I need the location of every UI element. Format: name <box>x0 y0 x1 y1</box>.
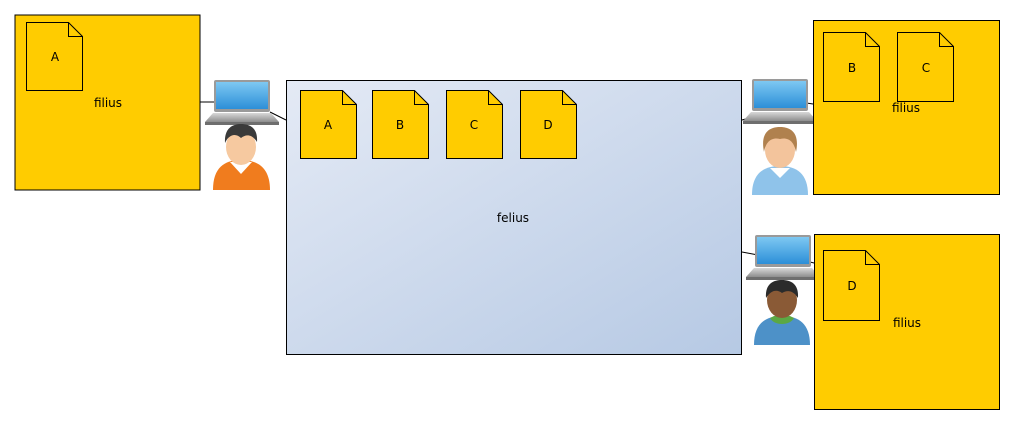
laptop-icon <box>743 79 817 124</box>
document-icon: A <box>26 22 83 91</box>
user-blue-icon <box>752 127 808 195</box>
center-label: felius <box>497 211 529 225</box>
document-icon: C <box>897 32 954 102</box>
folder-left: A filius <box>14 14 201 191</box>
user-orange-icon <box>213 124 270 190</box>
document-icon: D <box>823 250 880 321</box>
document-label: B <box>848 61 856 75</box>
folder-right-bottom: D filius <box>814 234 1000 410</box>
laptop-icon <box>205 80 279 125</box>
document-label: D <box>847 279 856 293</box>
document-label: C <box>922 61 930 75</box>
folder-right-top: B C filius <box>813 20 1000 195</box>
document-label: B <box>396 118 404 132</box>
laptop-icon <box>746 235 820 280</box>
node-label-left: filius <box>94 96 122 110</box>
document-label: A <box>324 118 333 132</box>
user-green-icon <box>754 280 810 345</box>
connector-left-center <box>269 111 287 121</box>
node-label-right-top: filius <box>892 101 920 115</box>
node-label-right-bottom: filius <box>893 316 921 330</box>
document-icon: B <box>372 90 429 159</box>
document-label: A <box>51 50 60 64</box>
document-icon: D <box>520 90 577 159</box>
central-server-box: A B C D felius <box>286 80 742 355</box>
document-icon: A <box>300 90 357 159</box>
document-icon: C <box>446 90 503 159</box>
document-label: C <box>470 118 478 132</box>
document-label: D <box>543 118 552 132</box>
document-icon: B <box>823 32 880 102</box>
